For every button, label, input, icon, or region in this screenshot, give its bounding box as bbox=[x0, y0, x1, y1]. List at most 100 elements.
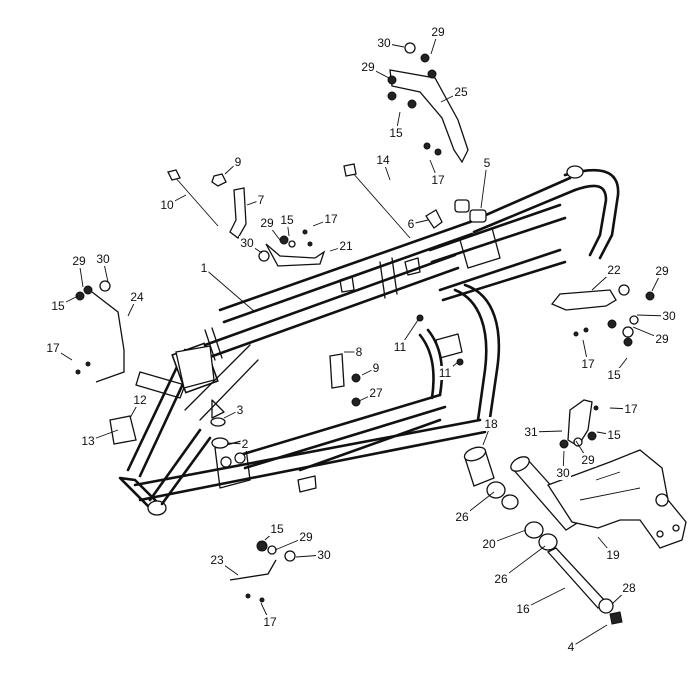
callout-c30a: 30 bbox=[377, 36, 391, 50]
callout-c14: 14 bbox=[376, 153, 390, 167]
callout-c19: 19 bbox=[606, 548, 620, 562]
callout-c29b: 29 bbox=[361, 60, 375, 74]
callout-bg-c6 bbox=[406, 217, 416, 231]
ring-3 bbox=[210, 417, 226, 427]
callout-bg-c13 bbox=[80, 434, 96, 448]
nut-9 bbox=[211, 173, 227, 187]
callout-bg-c5 bbox=[482, 156, 492, 170]
callout-c29c: 29 bbox=[260, 216, 274, 230]
callout-c29f: 29 bbox=[655, 332, 669, 346]
bracket-31 bbox=[567, 399, 593, 447]
plate-12 bbox=[109, 415, 137, 445]
leader-c1 bbox=[203, 267, 256, 313]
callout-bg-c29h bbox=[298, 530, 314, 544]
callout-c29h: 29 bbox=[299, 530, 313, 544]
callout-c28: 28 bbox=[622, 581, 636, 595]
callout-bg-c16 bbox=[515, 602, 531, 616]
callout-c17c: 17 bbox=[46, 341, 60, 355]
callout-bg-c31 bbox=[523, 425, 539, 439]
callout-bg-c17f bbox=[262, 615, 278, 629]
callout-c29e: 29 bbox=[655, 264, 669, 278]
callout-bg-c30b bbox=[239, 236, 255, 250]
bushing-18 bbox=[463, 446, 495, 487]
nut-15b bbox=[279, 235, 289, 245]
callout-bg-c24 bbox=[129, 290, 145, 304]
callout-c29g: 29 bbox=[581, 453, 595, 467]
callout-bg-c9a bbox=[233, 155, 243, 169]
callout-bg-c30e bbox=[555, 466, 571, 480]
callout-c15c: 15 bbox=[51, 299, 65, 313]
bolt-14 bbox=[343, 163, 411, 239]
callout-bg-c15f bbox=[269, 522, 285, 536]
washer-28 bbox=[598, 598, 614, 614]
callout-c17a: 17 bbox=[431, 173, 445, 187]
callout-bg-c27 bbox=[368, 386, 384, 400]
callout-c6: 6 bbox=[408, 217, 415, 231]
rod-24 bbox=[91, 291, 125, 383]
callout-c29a: 29 bbox=[431, 25, 445, 39]
spacer-20a bbox=[501, 494, 519, 510]
callout-c30b: 30 bbox=[240, 236, 254, 250]
clip-6 bbox=[425, 209, 443, 229]
callout-bg-c11a bbox=[392, 340, 408, 354]
nut-4 bbox=[609, 611, 623, 625]
callout-bg-c10 bbox=[159, 198, 175, 212]
callout-bg-c17e bbox=[623, 402, 639, 416]
callout-bg-c29b bbox=[360, 60, 376, 74]
callout-c25: 25 bbox=[454, 85, 468, 99]
callout-bg-c18 bbox=[483, 417, 499, 431]
bracket-21 bbox=[265, 243, 326, 267]
callout-c23: 23 bbox=[210, 553, 224, 567]
callout-c2: 2 bbox=[242, 437, 249, 451]
callout-bg-c30f bbox=[316, 548, 332, 562]
callout-bg-c19 bbox=[605, 548, 621, 562]
callout-bg-c9b bbox=[371, 361, 381, 375]
callout-bg-c30a bbox=[376, 36, 392, 50]
callout-c17d: 17 bbox=[581, 357, 595, 371]
callout-c15f: 15 bbox=[270, 522, 284, 536]
callout-labels: 1234567899101111121314151515151515161717… bbox=[45, 25, 677, 654]
bracket-7 bbox=[229, 187, 247, 239]
callout-c15e: 15 bbox=[607, 428, 621, 442]
callout-bg-c30d bbox=[661, 309, 677, 323]
callout-c24: 24 bbox=[130, 290, 144, 304]
callout-c29d: 29 bbox=[72, 254, 86, 268]
main-frame bbox=[118, 165, 620, 516]
callout-c13: 13 bbox=[81, 434, 95, 448]
leader-c4 bbox=[570, 624, 608, 648]
callout-bg-c7 bbox=[256, 193, 266, 207]
callout-c17f: 17 bbox=[263, 615, 277, 629]
callout-bg-c1 bbox=[199, 261, 209, 275]
callout-c16: 16 bbox=[516, 602, 530, 616]
washer-30c bbox=[99, 280, 111, 292]
callout-bg-c29c bbox=[259, 216, 275, 230]
callout-bg-c17b bbox=[323, 212, 339, 226]
callout-c21: 21 bbox=[339, 239, 353, 253]
callout-c7: 7 bbox=[258, 193, 265, 207]
callout-c30c: 30 bbox=[96, 252, 110, 266]
callout-bg-c4 bbox=[566, 640, 576, 654]
callout-bg-c21 bbox=[338, 239, 354, 253]
callout-c9a: 9 bbox=[235, 155, 242, 169]
callout-bg-c25 bbox=[453, 85, 469, 99]
callout-c26a: 26 bbox=[455, 510, 469, 524]
callout-bg-c30c bbox=[95, 252, 111, 266]
callout-c3: 3 bbox=[237, 403, 244, 417]
fork-bracket bbox=[175, 345, 215, 389]
callout-c5: 5 bbox=[484, 156, 491, 170]
callout-bg-c17c bbox=[45, 341, 61, 355]
callout-bg-c29f bbox=[654, 332, 670, 346]
callout-c12: 12 bbox=[133, 393, 147, 407]
callout-c9b: 9 bbox=[373, 361, 380, 375]
callout-c30f: 30 bbox=[317, 548, 331, 562]
callout-bg-c26a bbox=[454, 510, 470, 524]
callout-bg-c3 bbox=[235, 403, 245, 417]
callout-bg-c12 bbox=[132, 393, 148, 407]
callout-bg-c8 bbox=[354, 345, 364, 359]
callout-c15b: 15 bbox=[280, 213, 294, 227]
callout-bg-c29e bbox=[654, 264, 670, 278]
bracket-22 bbox=[550, 289, 617, 311]
callout-c11b: 11 bbox=[439, 366, 452, 380]
washer-26b bbox=[538, 533, 558, 551]
